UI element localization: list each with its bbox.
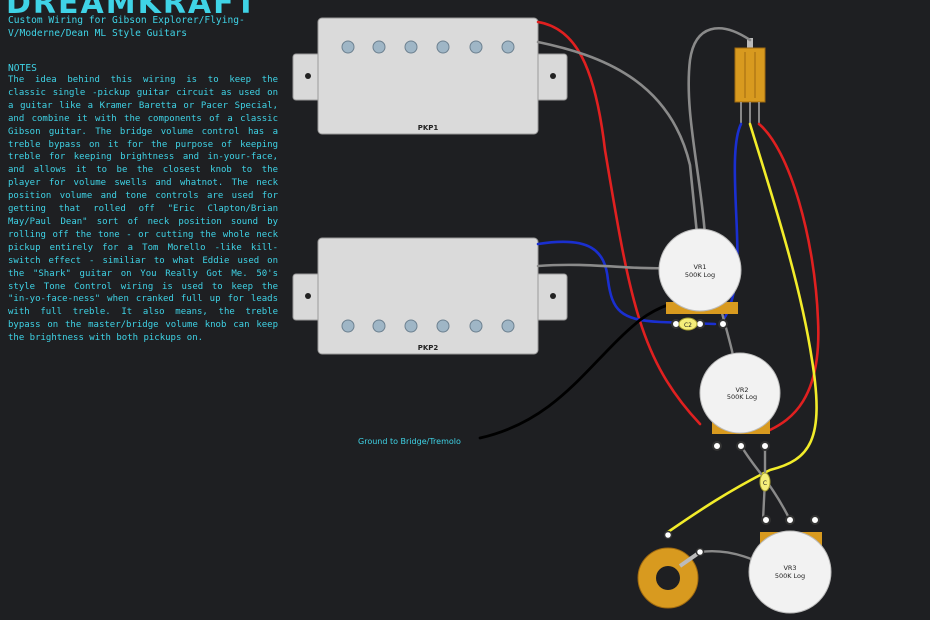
pickup-2-label: PKP2 — [418, 344, 439, 352]
title-art: DREAMKRAFT — [6, 0, 259, 21]
notes-body: The idea behind this wiring is to keep t… — [8, 75, 278, 344]
output-jack — [637, 530, 705, 609]
wire-red-pkp1 — [536, 20, 702, 426]
pickup-1: PKP1 — [292, 17, 568, 135]
pickup-2: PKP2 — [292, 237, 568, 355]
wire-gray-switch — [687, 27, 752, 237]
c-label: C — [763, 480, 767, 487]
capacitor-c2: C2 — [678, 317, 698, 331]
pot-vr3: VR3 500K Log — [748, 515, 832, 614]
subtitle: Custom Wiring for Gibson Explorer/Flying… — [8, 15, 245, 39]
vr3-name: VR3 — [783, 564, 796, 572]
vr3-value: 500K Log — [775, 572, 805, 580]
vr1-value: 500K Log — [685, 271, 715, 279]
wire-red-switch — [757, 122, 820, 432]
wire-gray-pkp2 — [536, 263, 670, 270]
capacitor-c: C — [759, 472, 771, 492]
pot-vr1: VR1 500K Log — [658, 228, 742, 329]
vr1-name: VR1 — [693, 263, 706, 271]
pickup-1-label: PKP1 — [418, 124, 439, 132]
toggle-switch — [734, 38, 766, 124]
wire-gray-pkp1 — [536, 40, 699, 236]
vr2-name: VR2 — [735, 386, 748, 394]
pot-vr2: VR2 500K Log — [699, 352, 781, 451]
wire-yellow-switch — [666, 122, 818, 534]
notes-heading: NOTES — [8, 63, 37, 74]
wire-blue-pkp2 — [536, 240, 717, 326]
c2-label: C2 — [684, 322, 692, 329]
vr2-value: 500K Log — [727, 393, 757, 401]
ground-label: Ground to Bridge/Tremolo — [358, 437, 461, 446]
